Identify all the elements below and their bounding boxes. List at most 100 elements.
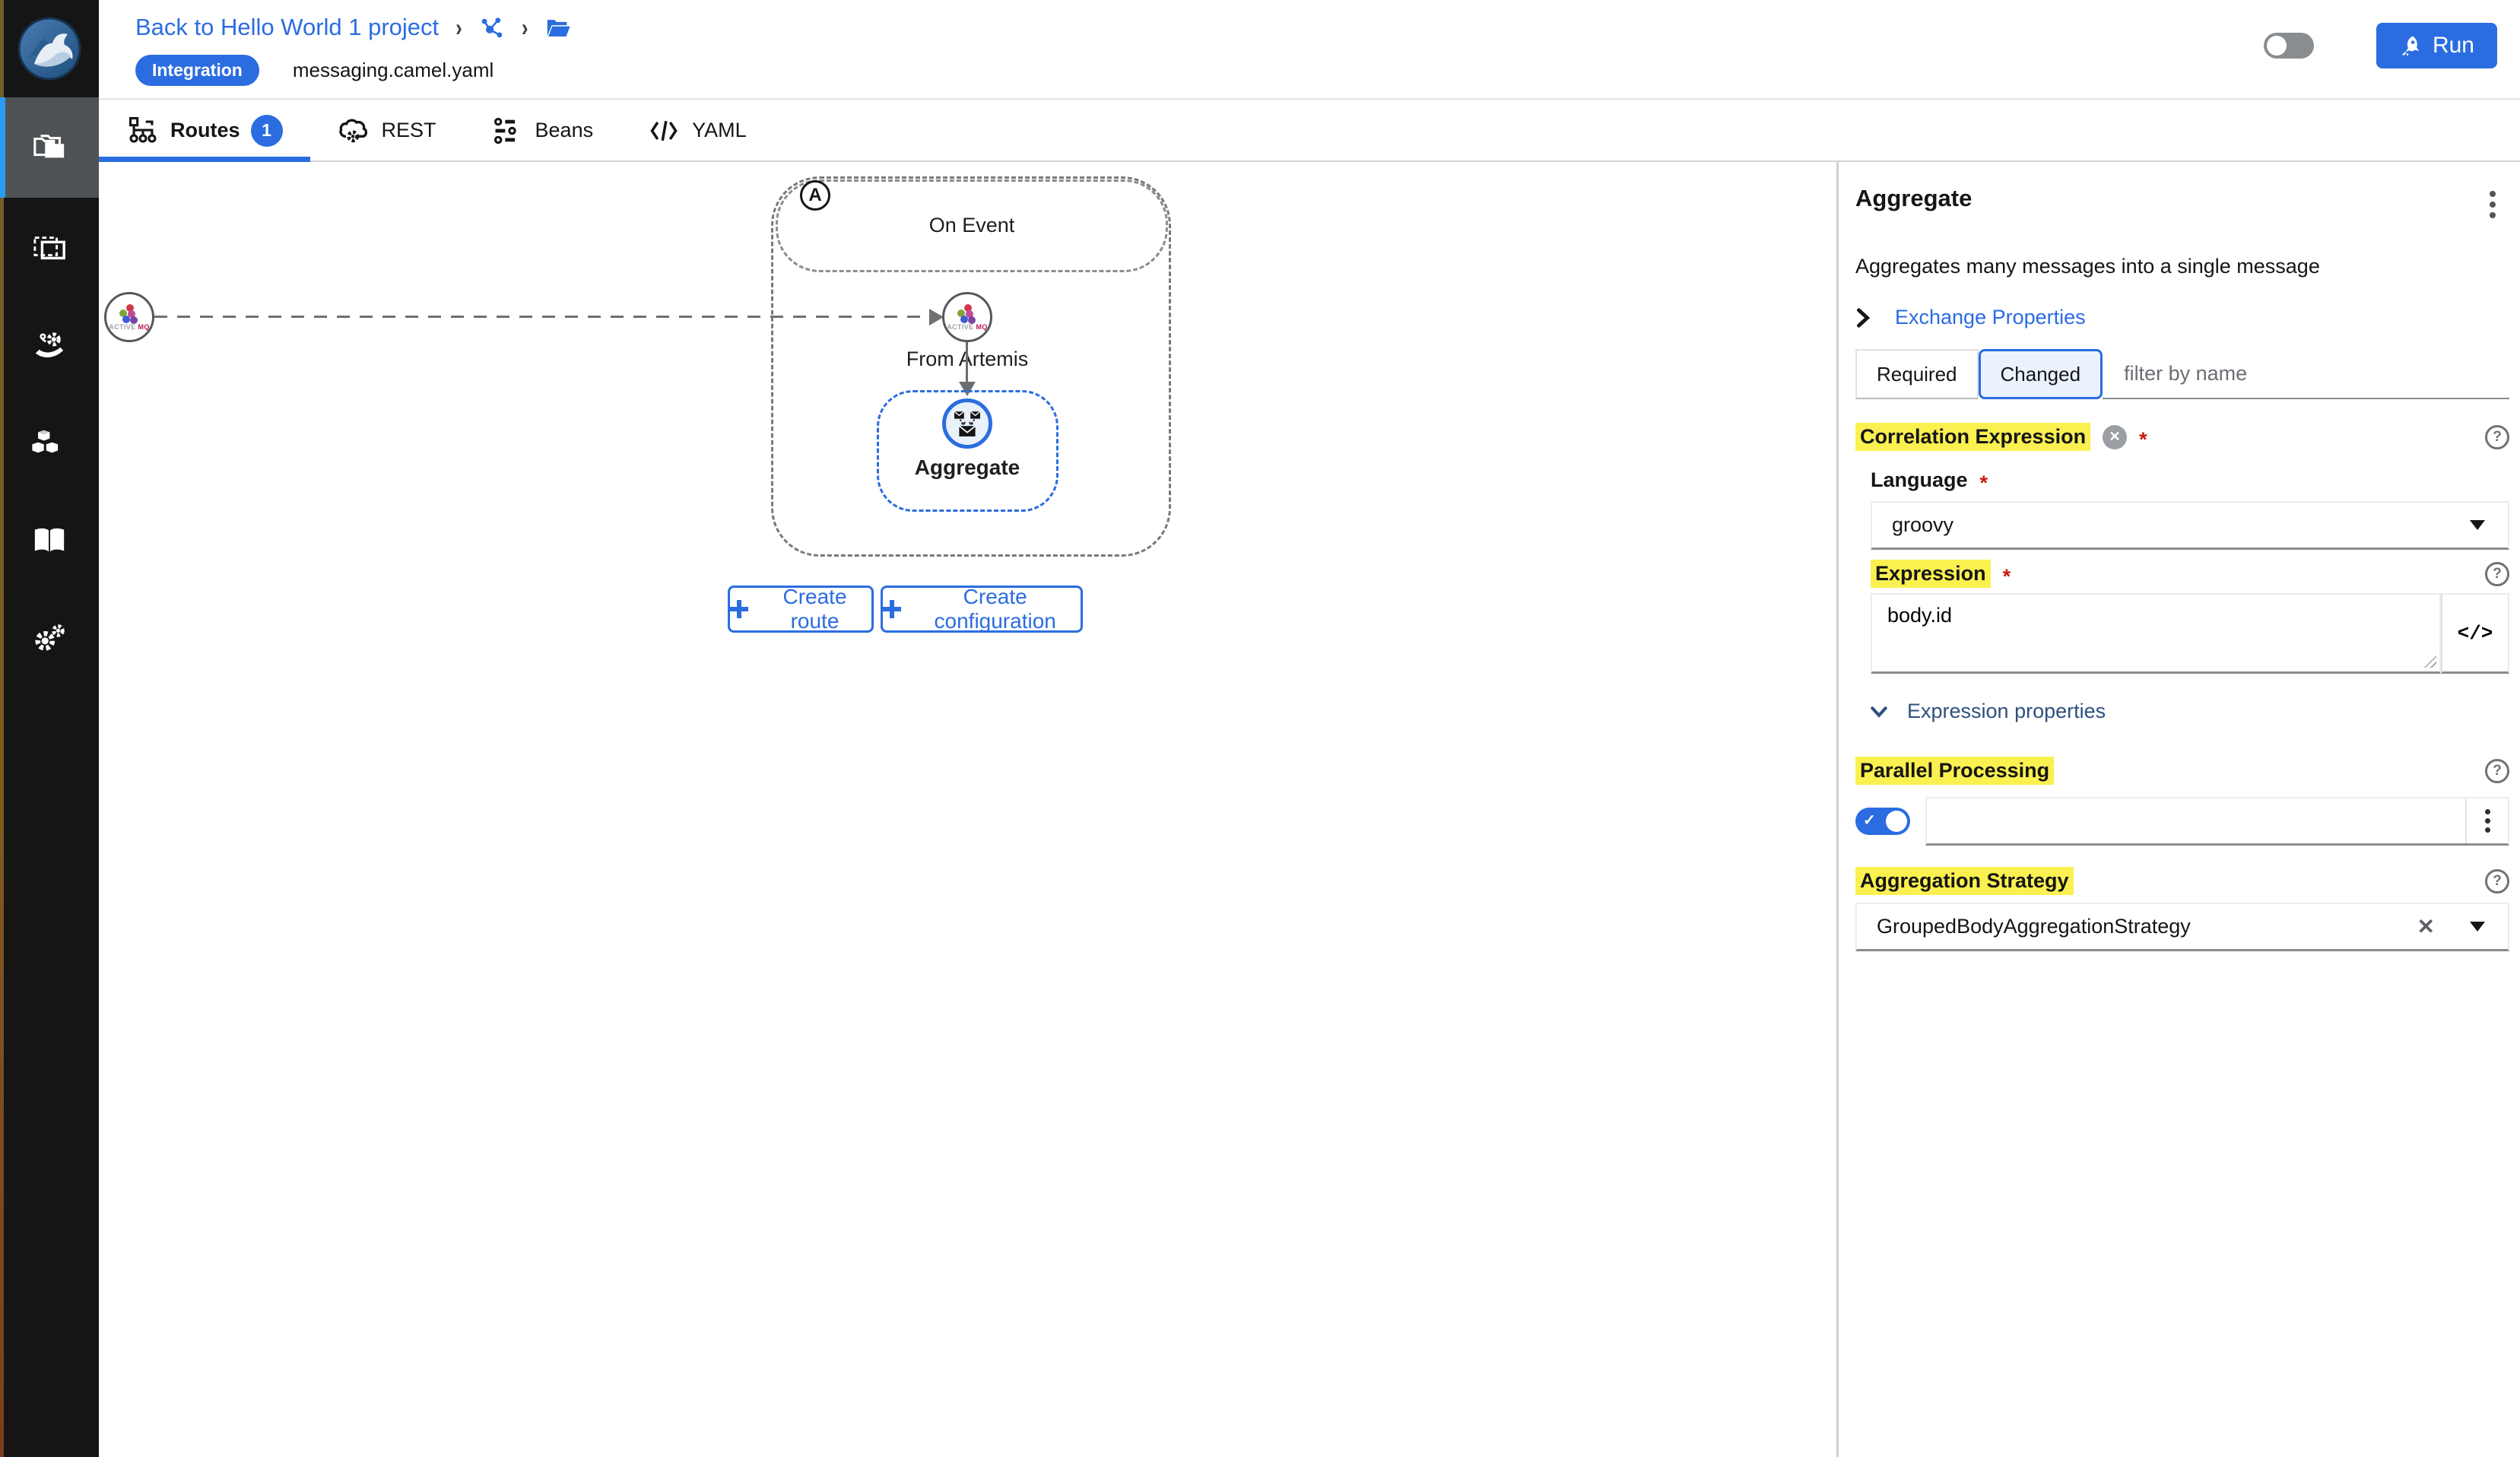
- help-icon[interactable]: ?: [2485, 424, 2509, 449]
- edge-arrowhead: [959, 382, 976, 396]
- exchange-properties-toggle[interactable]: Exchange Properties: [1855, 306, 2509, 329]
- parallel-processing-input[interactable]: [1927, 798, 2465, 843]
- sidebar-item-visualization[interactable]: [0, 198, 99, 298]
- chevron-down-icon: [1871, 706, 1887, 718]
- create-route-button[interactable]: Create route: [728, 585, 874, 633]
- on-event-label: On Event: [928, 214, 1015, 236]
- field-kebab-menu[interactable]: [2465, 798, 2508, 843]
- activemq-brand: ACTIVE: [109, 322, 136, 331]
- back-to-project-link[interactable]: Back to Hello World 1 project: [135, 14, 440, 40]
- left-sidebar: [0, 0, 99, 1457]
- parallel-processing-field: [1925, 797, 2509, 846]
- filter-required-button[interactable]: Required: [1855, 349, 1979, 399]
- clear-correlation-icon[interactable]: ✕: [2103, 424, 2128, 449]
- tab-label: Beans: [535, 119, 594, 141]
- parallel-processing-row: Parallel Processing ?: [1855, 757, 2509, 785]
- chevron-right-icon: [1857, 307, 1871, 328]
- aggregate-icon: [954, 411, 981, 436]
- create-route-label: Create route: [782, 585, 847, 633]
- on-event-container[interactable]: [776, 179, 1168, 272]
- breadcrumb: Back to Hello World 1 project › ›: [135, 13, 571, 41]
- clear-selection-icon[interactable]: ✕: [2417, 915, 2435, 938]
- tab-yaml[interactable]: YAML: [620, 100, 774, 160]
- help-icon[interactable]: ?: [2485, 758, 2509, 783]
- tab-routes[interactable]: Routes 1: [99, 100, 310, 162]
- routes-icon: [129, 116, 157, 143]
- route-group-container[interactable]: [771, 176, 1171, 557]
- required-asterisk: *: [1979, 471, 1988, 494]
- route-group-badge[interactable]: A: [800, 180, 830, 211]
- aggregation-strategy-label: Aggregation Strategy: [1855, 867, 2074, 895]
- panel-kebab-menu[interactable]: [2476, 185, 2509, 224]
- code-editor-button[interactable]: </>: [2441, 593, 2509, 674]
- tab-label: Routes: [170, 119, 240, 141]
- parallel-processing-label: Parallel Processing: [1855, 757, 2055, 785]
- integration-badge: Integration: [135, 55, 259, 86]
- aggregate-selection-container[interactable]: [877, 390, 1058, 512]
- plus-icon: [883, 600, 902, 618]
- hand-gear-icon: [35, 332, 64, 357]
- cubes-icon: [32, 430, 59, 453]
- tab-label: YAML: [692, 119, 747, 141]
- file-subrow: Integration messaging.camel.yaml: [135, 55, 494, 86]
- tab-beans[interactable]: Beans: [464, 100, 621, 160]
- node-aggregate[interactable]: [942, 398, 992, 449]
- plus-icon: [730, 600, 748, 618]
- required-asterisk: *: [2139, 428, 2147, 451]
- tab-label: REST: [381, 119, 436, 141]
- aggregation-strategy-select[interactable]: GroupedBodyAggregationStrategy ✕: [1855, 903, 2509, 951]
- sidebar-item-settings[interactable]: [0, 587, 99, 687]
- activemq-logo: [115, 303, 144, 324]
- rocket-icon: [2402, 36, 2420, 56]
- gears-icon: [35, 624, 65, 651]
- expression-properties-toggle[interactable]: Expression properties: [1871, 700, 2509, 723]
- activemq-brand: ACTIVE: [947, 322, 974, 331]
- help-icon[interactable]: ?: [2485, 868, 2509, 894]
- required-asterisk: *: [2002, 565, 2011, 588]
- camel-logo[interactable]: [17, 17, 81, 81]
- caret-down-icon: [2470, 922, 2485, 932]
- header-actions: Run: [2263, 23, 2497, 68]
- edge-from-to-aggregate: [966, 342, 968, 382]
- step-description: Aggregates many messages into a single m…: [1855, 255, 2320, 278]
- route-canvas[interactable]: ACTIVE MQ A On Event ACTIVE MQ From Arte…: [99, 162, 1839, 1457]
- node-activemq-producer[interactable]: ACTIVE MQ: [104, 292, 154, 342]
- filter-by-name-input[interactable]: [2103, 349, 2509, 399]
- routes-count-badge: 1: [250, 114, 283, 147]
- create-configuration-button[interactable]: Create configuration: [881, 585, 1083, 633]
- aggregation-strategy-row: Aggregation Strategy ?: [1855, 867, 2509, 895]
- language-value: groovy: [1892, 513, 1954, 536]
- sidebar-item-services[interactable]: [0, 295, 99, 395]
- help-icon[interactable]: ?: [2485, 561, 2509, 586]
- sidebar-item-projects[interactable]: [0, 97, 99, 198]
- correlation-expression-row: Correlation Expression ✕ * ?: [1855, 422, 2509, 452]
- check-icon: ✓: [1863, 812, 1876, 829]
- panel-title: Aggregate: [1855, 185, 1973, 211]
- beans-icon: [494, 117, 516, 144]
- language-select[interactable]: groovy: [1871, 501, 2509, 550]
- activemq-logo: [953, 303, 982, 324]
- expression-textarea[interactable]: body.id: [1871, 593, 2441, 674]
- run-button[interactable]: Run: [2376, 23, 2497, 68]
- create-configuration-label: Create configuration: [934, 585, 1056, 633]
- open-folder-icon[interactable]: [545, 14, 571, 40]
- exchange-properties-link: Exchange Properties: [1895, 306, 2086, 329]
- expression-label: Expression: [1871, 560, 1991, 588]
- aggregation-strategy-value: GroupedBodyAggregationStrategy: [1877, 915, 2191, 938]
- book-icon: [34, 528, 65, 552]
- caret-down-icon: [2470, 520, 2485, 530]
- filter-changed-button[interactable]: Changed: [1978, 349, 2103, 399]
- sidebar-item-components[interactable]: [0, 392, 99, 493]
- properties-panel: Aggregate Aggregates many messages into …: [1836, 162, 2520, 1457]
- current-filename: messaging.camel.yaml: [292, 59, 494, 81]
- node-from-artemis[interactable]: ACTIVE MQ: [942, 292, 992, 342]
- tab-rest[interactable]: REST: [310, 100, 464, 160]
- header-toggle[interactable]: [2263, 33, 2314, 59]
- correlation-expression-label: Correlation Expression: [1855, 423, 2091, 451]
- aggregate-label: Aggregate: [914, 456, 1020, 479]
- toggle-knob: [2266, 36, 2287, 56]
- integration-icon[interactable]: [479, 14, 505, 40]
- sidebar-item-documentation[interactable]: [0, 490, 99, 590]
- parallel-processing-switch[interactable]: ✓: [1855, 808, 1910, 835]
